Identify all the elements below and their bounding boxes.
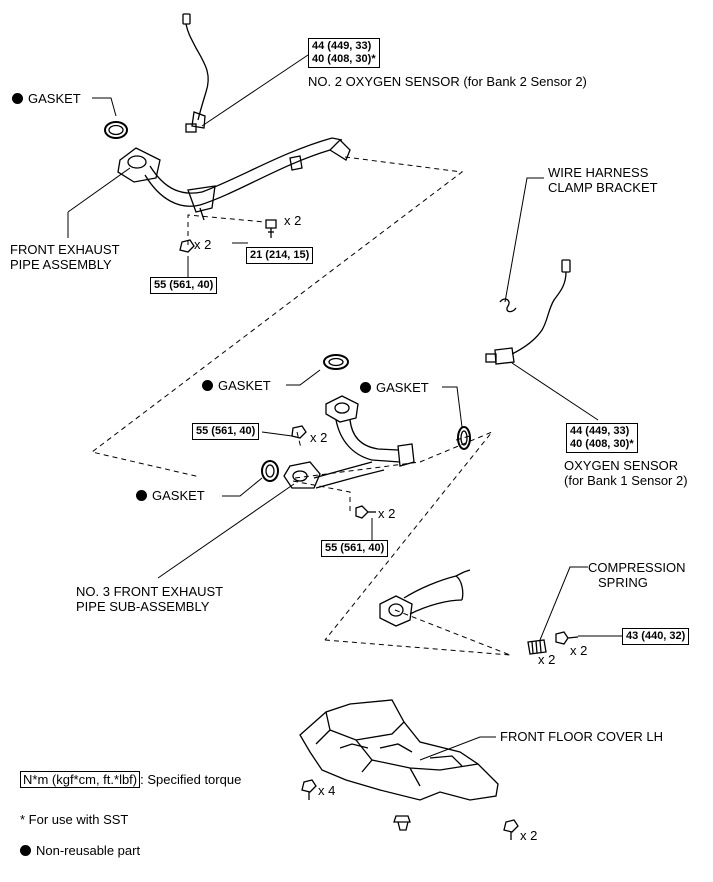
legend-nonreusable: Non-reusable part xyxy=(20,843,140,858)
spring-multiplier: x 2 xyxy=(538,652,556,667)
gasket-label-top: GASKET xyxy=(12,91,81,106)
nonreusable-marker xyxy=(360,382,371,393)
pipe-bolt-multiplier: x 2 xyxy=(284,213,302,228)
cover-bolt-right-drawing xyxy=(503,819,519,840)
front-exhaust-pipe-label: FRONT EXHAUST PIPE ASSEMBLY xyxy=(10,242,120,272)
no2-oxygen-sensor-label: NO. 2 OXYGEN SENSOR (for Bank 2 Sensor 2… xyxy=(308,74,587,89)
no3-pipe-drawing xyxy=(283,395,415,489)
gasket-label-mid-top: GASKET xyxy=(202,378,271,393)
pipe-nut-multiplier: x 2 xyxy=(194,237,212,252)
compression-spring-drawing xyxy=(527,639,547,655)
no2-oxygen-sensor-drawing xyxy=(182,13,209,133)
no3-nut-multiplier: x 2 xyxy=(310,430,328,445)
torque-box-no2-sensor: 44 (449, 33) 40 (408, 30)* xyxy=(308,38,380,68)
torque-box-bank1-sensor: 44 (449, 33) 40 (408, 30)* xyxy=(566,423,638,453)
no3-bolt-multiplier: x 2 xyxy=(378,506,396,521)
gasket-mid-left-drawing xyxy=(261,460,279,482)
cover-bolt-left-multiplier: x 4 xyxy=(318,783,336,798)
oxygen-sensor-label: OXYGEN SENSOR (for Bank 1 Sensor 2) xyxy=(564,458,688,488)
no3-pipe-label: NO. 3 FRONT EXHAUST PIPE SUB-ASSEMBLY xyxy=(76,584,224,614)
spring-bolt-multiplier: x 2 xyxy=(570,643,588,658)
compression-spring-label: COMPRESSION SPRING xyxy=(588,560,686,590)
no3-bolt-drawing xyxy=(355,505,376,519)
legend-torque: N*m (kgf*cm, ft.*lbf): Specified torque xyxy=(20,771,241,788)
wire-harness-clamp-drawing xyxy=(499,298,517,313)
lower-pipe-drawing xyxy=(379,569,471,627)
torque-box-pipe-nut: 55 (561, 40) xyxy=(150,277,218,294)
gasket-label-mid-left: GASKET xyxy=(136,488,205,503)
gasket-top-drawing xyxy=(104,121,128,139)
cover-clip-drawing xyxy=(393,815,411,831)
nonreusable-marker xyxy=(136,490,147,501)
front-floor-cover-label: FRONT FLOOR COVER LH xyxy=(500,729,664,744)
gasket-mid-top-drawing xyxy=(323,354,349,370)
torque-box-no3-nut: 55 (561, 40) xyxy=(192,423,260,440)
nonreusable-marker xyxy=(202,380,213,391)
torque-box-spring-bolt: 43 (440, 32) xyxy=(622,628,690,645)
front-floor-cover-drawing xyxy=(299,699,499,801)
no3-nut-drawing xyxy=(291,425,307,439)
assembly-dashed-lines xyxy=(90,156,511,656)
nonreusable-marker xyxy=(12,93,23,104)
cover-bolt-right-multiplier: x 2 xyxy=(520,828,538,843)
wire-harness-clamp-label: WIRE HARNESS CLAMP BRACKET xyxy=(548,165,658,195)
pipe-bolt-drawing xyxy=(265,219,277,238)
gasket-label-mid-right: GASKET xyxy=(360,380,429,395)
torque-box-pipe-bolt: 21 (214, 15) xyxy=(246,247,314,264)
gasket-mid-right-drawing xyxy=(457,426,471,450)
bank1-oxygen-sensor-drawing xyxy=(485,259,571,365)
pipe-nut-drawing xyxy=(179,239,195,253)
leader-lines xyxy=(67,54,622,761)
torque-box-no3-bolt: 55 (561, 40) xyxy=(321,540,389,557)
spring-bolt-drawing xyxy=(555,631,579,645)
front-exhaust-pipe-drawing xyxy=(117,137,351,221)
nonreusable-marker xyxy=(20,845,31,856)
legend-sst-note: * For use with SST xyxy=(20,812,129,827)
cover-bolt-left-drawing xyxy=(301,779,317,800)
